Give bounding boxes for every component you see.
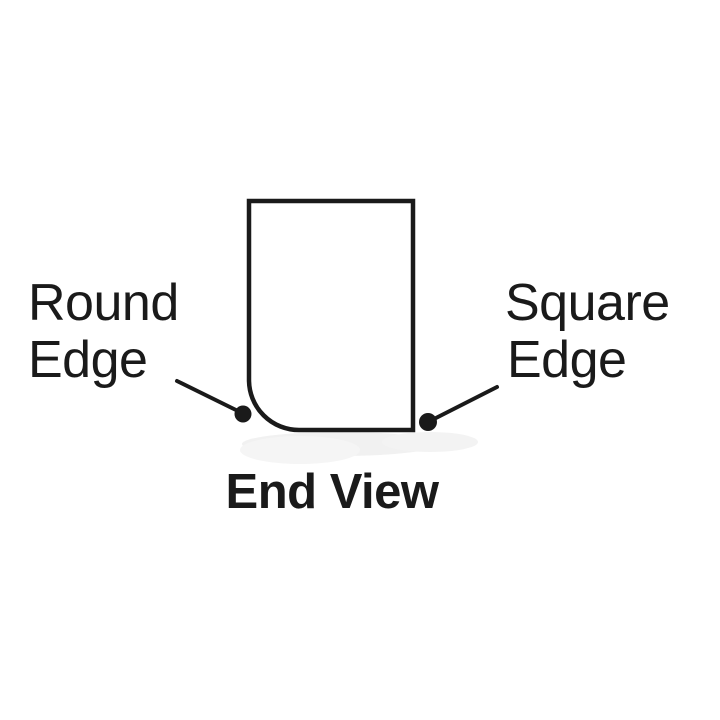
label-square-edge-line2: Edge bbox=[507, 331, 626, 389]
label-square-edge-line1: Square bbox=[505, 274, 670, 332]
leader-dot-square-edge bbox=[419, 413, 437, 431]
leader-dot-round-edge bbox=[234, 405, 252, 423]
leader-line-round-edge bbox=[175, 379, 242, 414]
profile-outline bbox=[246, 198, 416, 433]
leader-line-square-edge bbox=[430, 385, 499, 422]
figure-caption: End View bbox=[226, 465, 440, 519]
label-round-edge-line2: Edge bbox=[28, 331, 147, 389]
print-smudge bbox=[240, 432, 478, 464]
label-round-edge-line1: Round bbox=[28, 274, 179, 332]
